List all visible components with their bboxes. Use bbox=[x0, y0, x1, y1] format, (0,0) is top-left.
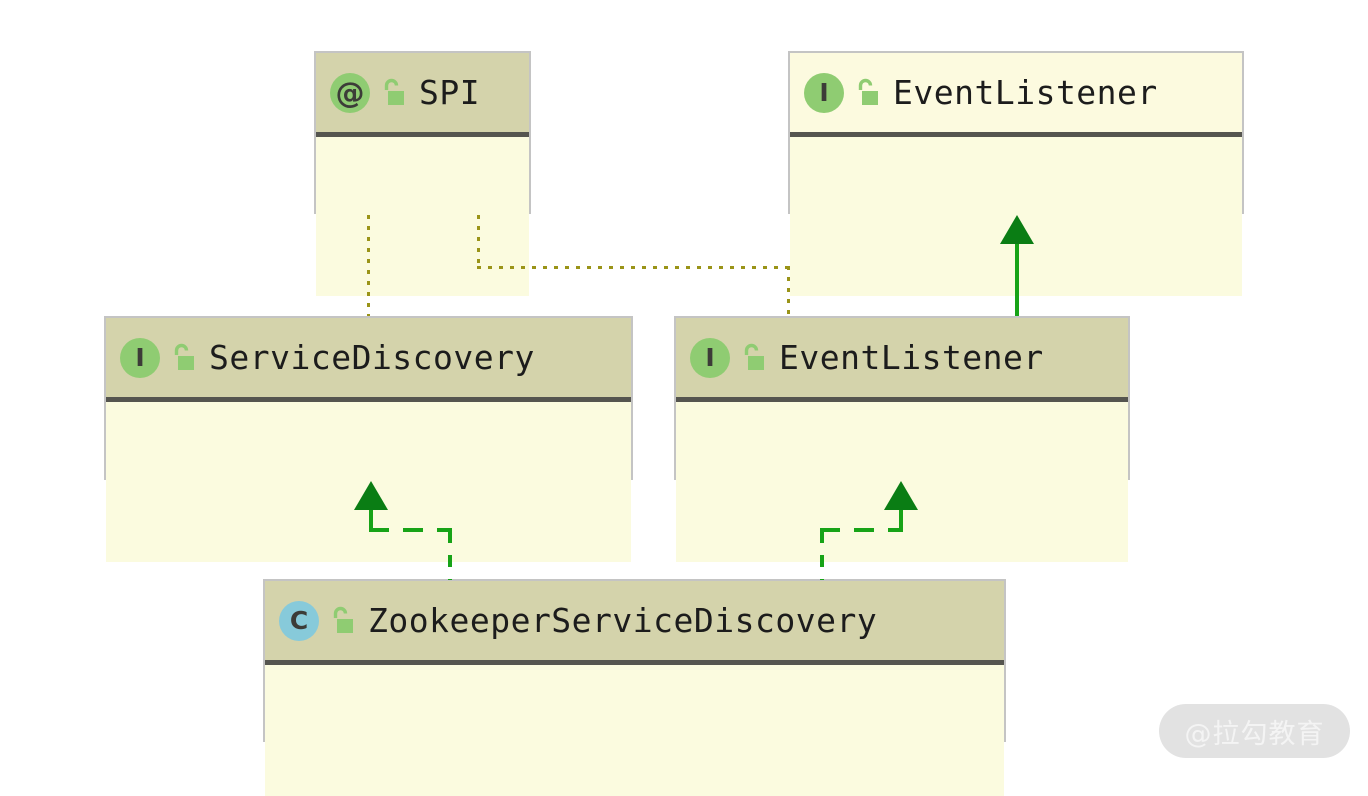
edge-event-listener-extends-line bbox=[1015, 243, 1019, 316]
interface-badge-icon: I bbox=[804, 72, 844, 113]
edge-spi-to-service-discovery bbox=[367, 215, 370, 316]
annotation-badge-icon: @ bbox=[330, 72, 370, 113]
uml-members-compartment-zookeeper-service-discovery bbox=[265, 665, 1004, 796]
uml-members-compartment-spi bbox=[316, 137, 529, 296]
open-padlock-icon bbox=[169, 343, 195, 373]
uml-header-spi: @ SPI bbox=[316, 53, 529, 137]
edge-spi-to-event-listener-vertical-1 bbox=[477, 215, 480, 270]
watermark-text: @拉勾教育 bbox=[1184, 718, 1325, 750]
edge-zookeeper-to-service-discovery-vertical-1 bbox=[448, 531, 452, 580]
edge-zookeeper-to-event-listener-vertical-2 bbox=[899, 509, 903, 532]
uml-header-service-discovery: I ServiceDiscovery bbox=[106, 318, 631, 402]
edge-event-listener-extends-arrowhead bbox=[1000, 215, 1034, 244]
edge-zookeeper-to-event-listener-vertical-1 bbox=[820, 531, 824, 580]
edge-zookeeper-to-service-discovery-arrowhead bbox=[354, 481, 388, 510]
interface-badge-icon: I bbox=[690, 337, 730, 378]
interface-badge-icon: I bbox=[120, 337, 160, 378]
open-padlock-icon bbox=[328, 606, 354, 636]
uml-class-name-spi: SPI bbox=[419, 73, 481, 112]
open-padlock-icon bbox=[379, 78, 405, 108]
uml-class-name-event-listener-mid: EventListener bbox=[779, 338, 1044, 377]
uml-class-name-service-discovery: ServiceDiscovery bbox=[209, 338, 535, 377]
uml-class-name-event-listener-top: EventListener bbox=[893, 73, 1158, 112]
uml-header-zookeeper-service-discovery: C ZookeeperServiceDiscovery bbox=[265, 581, 1004, 665]
edge-zookeeper-to-event-listener-horizontal bbox=[820, 528, 903, 532]
uml-class-box-spi[interactable]: @ SPI bbox=[314, 51, 531, 296]
edge-zookeeper-to-event-listener-arrowhead bbox=[884, 481, 918, 510]
uml-class-box-service-discovery[interactable]: I ServiceDiscovery bbox=[104, 316, 633, 562]
edge-spi-to-event-listener-vertical-2 bbox=[787, 266, 790, 316]
uml-header-event-listener-mid: I EventListener bbox=[676, 318, 1128, 402]
class-badge-icon: C bbox=[279, 600, 319, 641]
uml-class-box-zookeeper-service-discovery[interactable]: C ZookeeperServiceDiscovery bbox=[263, 579, 1006, 796]
uml-class-box-event-listener-top[interactable]: I EventListener bbox=[788, 51, 1244, 296]
uml-class-box-event-listener-mid[interactable]: I EventListener bbox=[674, 316, 1130, 562]
edge-zookeeper-to-service-discovery-vertical-2 bbox=[369, 509, 373, 532]
open-padlock-icon bbox=[853, 78, 879, 108]
edge-spi-to-event-listener-horizontal bbox=[477, 266, 790, 269]
uml-header-event-listener-top: I EventListener bbox=[790, 53, 1242, 137]
uml-class-name-zookeeper-service-discovery: ZookeeperServiceDiscovery bbox=[368, 601, 878, 640]
edge-zookeeper-to-service-discovery-horizontal bbox=[369, 528, 452, 532]
open-padlock-icon bbox=[739, 343, 765, 373]
watermark-badge: @拉勾教育 bbox=[1159, 704, 1350, 758]
